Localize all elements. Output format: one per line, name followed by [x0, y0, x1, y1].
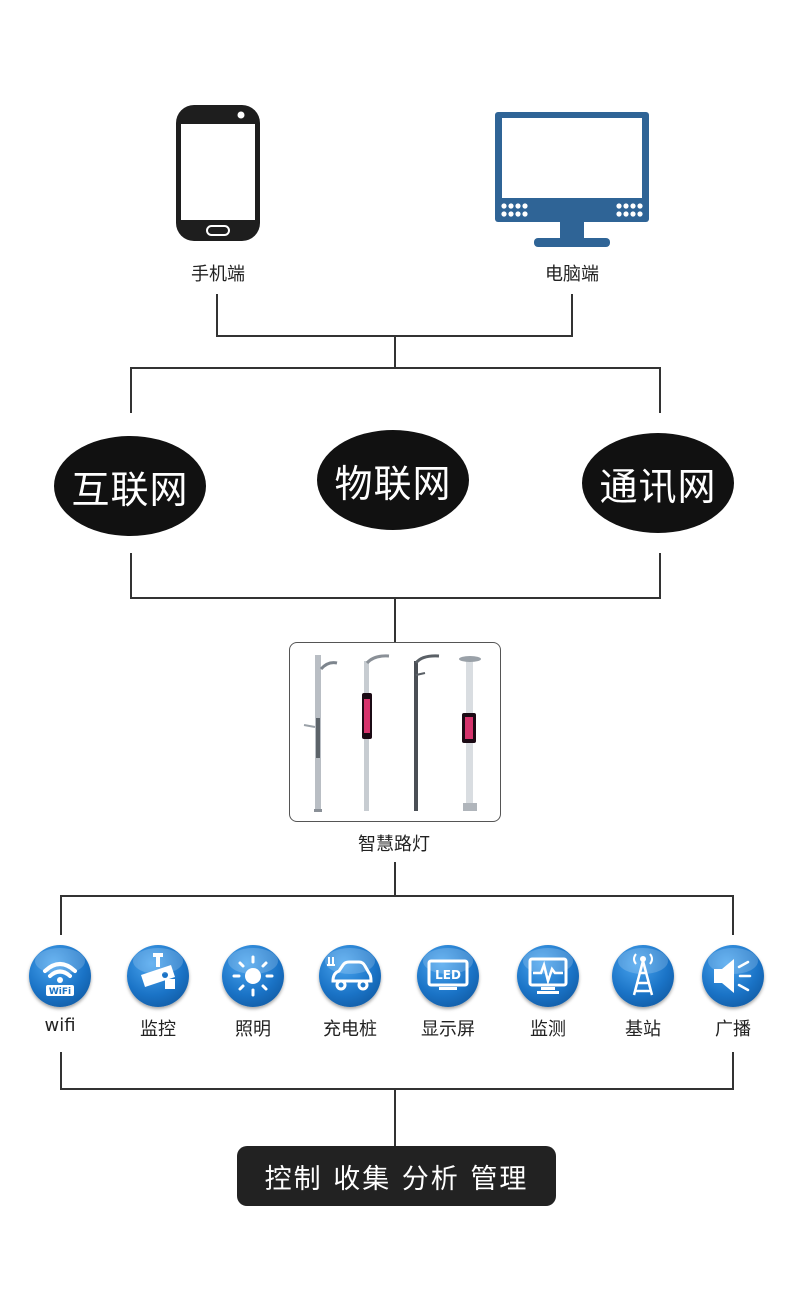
connector-line: [394, 1088, 396, 1146]
monitor-icon: [494, 111, 650, 249]
pc-label: 电脑端: [545, 264, 599, 285]
feature-label: wifi: [44, 1015, 76, 1036]
sun-icon: [222, 945, 284, 1007]
led-screen-icon: LED: [417, 945, 479, 1007]
feature-label: 监测: [530, 1019, 566, 1040]
feature-label: 照明: [235, 1019, 271, 1040]
feature-charging: 充电桩: [310, 945, 390, 1041]
camera-icon: [127, 945, 189, 1007]
connector-line: [130, 367, 661, 369]
connector-line: [60, 1088, 734, 1090]
connector-line: [571, 294, 573, 336]
wifi-icon: WiFi: [29, 945, 91, 1007]
feature-wifi: WiFi wifi: [20, 945, 100, 1036]
mobile-label: 手机端: [191, 264, 245, 285]
connector-line: [394, 597, 396, 642]
ev-car-icon: [319, 945, 381, 1007]
network-internet: 互联网: [54, 436, 206, 536]
connector-line: [659, 367, 661, 413]
connector-line: [394, 862, 396, 896]
connector-line: [130, 553, 132, 599]
tower-icon: [612, 945, 674, 1007]
connector-line: [130, 367, 132, 413]
network-telecom: 通讯网: [582, 433, 734, 533]
monitor-wave-icon: [517, 945, 579, 1007]
smart-streetlight-image: [289, 642, 501, 822]
feature-surveillance: 监控: [118, 945, 198, 1041]
feature-lighting: 照明: [213, 945, 293, 1041]
feature-label: 基站: [625, 1019, 661, 1040]
feature-display: LED 显示屏: [408, 945, 488, 1041]
connector-line: [732, 895, 734, 935]
feature-monitoring: 监测: [508, 945, 588, 1041]
footer-functions: 控制 收集 分析 管理: [237, 1146, 556, 1206]
feature-label: 监控: [140, 1019, 176, 1040]
speaker-icon: [702, 945, 764, 1007]
feature-label: 充电桩: [323, 1019, 377, 1040]
feature-label: 广播: [715, 1019, 751, 1040]
connector-line: [394, 335, 396, 368]
connector-line: [60, 1052, 62, 1090]
feature-label: 显示屏: [421, 1019, 475, 1040]
svg-text:LED: LED: [435, 968, 461, 982]
smartphone-icon: [175, 104, 261, 242]
connector-line: [60, 895, 62, 935]
feature-basestation: 基站: [603, 945, 683, 1041]
network-iot: 物联网: [317, 430, 469, 530]
feature-broadcast: 广播: [693, 945, 773, 1041]
connector-line: [216, 294, 218, 336]
connector-line: [659, 553, 661, 599]
lamp-label: 智慧路灯: [358, 834, 430, 855]
svg-text:WiFi: WiFi: [49, 987, 71, 997]
connector-line: [60, 895, 734, 897]
connector-line: [732, 1052, 734, 1090]
